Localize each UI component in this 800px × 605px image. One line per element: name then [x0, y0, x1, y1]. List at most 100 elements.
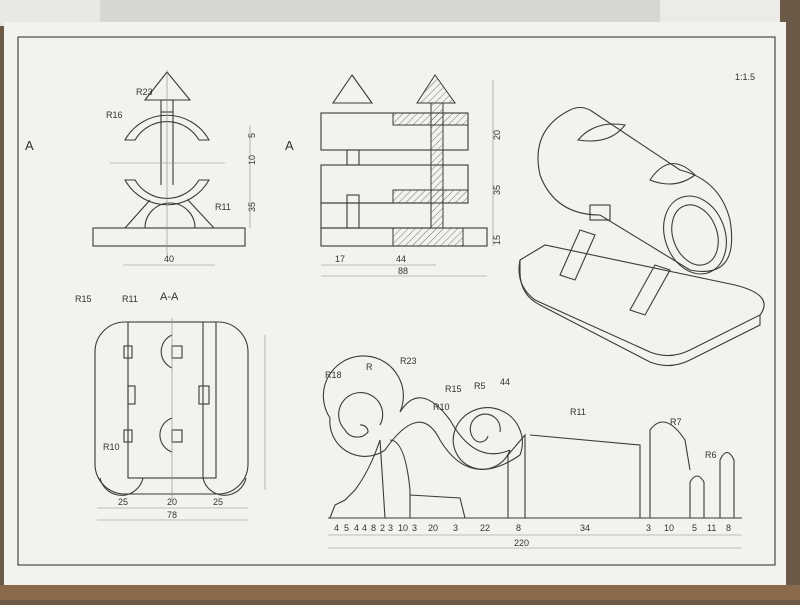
dimension-label: 5: [692, 523, 697, 533]
dimension-label: 3: [412, 523, 417, 533]
dimension-label: R18: [325, 370, 342, 380]
drawing-line: [629, 264, 671, 316]
drawing-line: [409, 494, 466, 519]
drawing-line: [329, 439, 386, 519]
drawing-line: [689, 475, 705, 518]
dimension-label: R15: [75, 294, 92, 304]
drawing-line: [92, 227, 246, 247]
sketch-strip: [100, 0, 660, 26]
dimension-label: 25: [118, 497, 128, 507]
dimension-label: 8: [371, 523, 376, 533]
drawing-line: [589, 204, 611, 221]
dimension-label: R11: [570, 407, 586, 417]
bottom-dimensions: 4 5 4 4 8 2 3 10 3 20 3 22 8 34 3 10 5 1…: [334, 523, 731, 533]
sheet-border: [17, 36, 776, 566]
drawing-line: [0, 0, 100, 26]
drawing-line: [198, 385, 210, 405]
dimension-label: 3: [388, 523, 393, 533]
drawing-line: [452, 407, 523, 470]
dimension-label: R23: [400, 356, 417, 366]
drawing-line: [124, 199, 151, 229]
profile-view: R18 R R23 R15 R5 44 R10 R11 R7 R6 4 5 4 …: [322, 355, 742, 549]
drawing-line: [346, 149, 360, 166]
drawing-line: [99, 477, 144, 496]
dimension-label: R11: [215, 202, 231, 212]
dimension-label: R: [366, 362, 373, 372]
drawing-line: [124, 114, 210, 141]
drawing-line: [159, 417, 173, 453]
dimension-label: R15: [445, 384, 462, 394]
section-view-a-a: A-A R15 R11 R10 25 20 25 78: [75, 291, 266, 521]
dimension-label: 3: [646, 523, 651, 533]
drawing-line: [649, 163, 696, 185]
dimension-label: 22: [480, 523, 490, 533]
drawing-line: [719, 451, 735, 518]
dimension-label: 17: [335, 254, 345, 264]
dimension-label: 4: [354, 523, 359, 533]
dimension-label: 20: [428, 523, 438, 533]
dimension-label: 20: [167, 497, 177, 507]
overall-length: 220: [514, 538, 529, 548]
dimension-label: 10: [247, 155, 257, 165]
dimension-label: 10: [398, 523, 408, 533]
dimension-label: 20: [492, 130, 502, 140]
drawing-line: [399, 397, 511, 455]
dimension-label: 3: [453, 523, 458, 533]
dimension-label: R11: [122, 294, 138, 304]
drawing-line: [507, 433, 526, 518]
dimension-label: 10: [664, 523, 674, 533]
drawing-line: [123, 345, 133, 359]
drawing-line: [518, 244, 765, 357]
drawing-line: [187, 199, 215, 229]
drawing-line: [649, 421, 691, 518]
drawing-line: [663, 195, 727, 275]
dimension-label: 35: [247, 202, 257, 212]
view-arrow-a-right: A: [285, 138, 294, 153]
drawing-line: [389, 439, 411, 518]
dimension-label: 15: [492, 235, 502, 245]
dimension-label: 8: [726, 523, 731, 533]
dimension-label: R16: [106, 110, 123, 120]
drawing-line: [144, 202, 196, 229]
front-view: R23 R16 R11 40 5 10 35: [92, 70, 257, 266]
scale-note: 1:1.5: [735, 72, 755, 82]
dimension-label: 5: [247, 133, 257, 138]
drawing-line: [384, 421, 521, 470]
drawing-line: [331, 74, 374, 104]
dimension-label: R7: [670, 417, 682, 427]
drawing-line: [392, 227, 464, 247]
dimension-label: 44: [500, 377, 510, 387]
dimension-label: 11: [707, 523, 716, 533]
dimension-label: 44: [396, 254, 406, 264]
dimension-label: 4: [362, 523, 367, 533]
dimension-label: R5: [474, 381, 486, 391]
drawing-line: [559, 229, 596, 281]
drawing-line: [537, 106, 733, 272]
drawing-line: [160, 334, 173, 369]
drawing-line: [123, 429, 133, 443]
dimension-label: 5: [344, 523, 349, 533]
section-label: A-A: [160, 291, 179, 303]
dimension-label: 40: [164, 254, 174, 264]
drawing-line: [0, 585, 800, 600]
dimension-label: R10: [103, 442, 120, 452]
drawing-line: [202, 477, 247, 496]
drawing-line: [660, 0, 780, 26]
side-view: 17 44 88 20 35 15: [320, 74, 502, 277]
view-arrow-a-left: A: [25, 138, 34, 153]
drawing-line: [127, 385, 136, 405]
isometric-view: [518, 106, 765, 367]
drawing-line: [519, 260, 761, 367]
dimension-label: 35: [492, 185, 502, 195]
dimension-label: 78: [167, 510, 177, 520]
dimension-label: 88: [398, 266, 408, 276]
dimension-label: 8: [516, 523, 521, 533]
drawing-line: [469, 413, 501, 443]
drawing-line: [322, 355, 404, 457]
dimension-label: 25: [213, 497, 223, 507]
drawing-line: [529, 434, 641, 518]
dimension-label: R6: [705, 450, 717, 460]
drawing-line: [576, 123, 626, 142]
